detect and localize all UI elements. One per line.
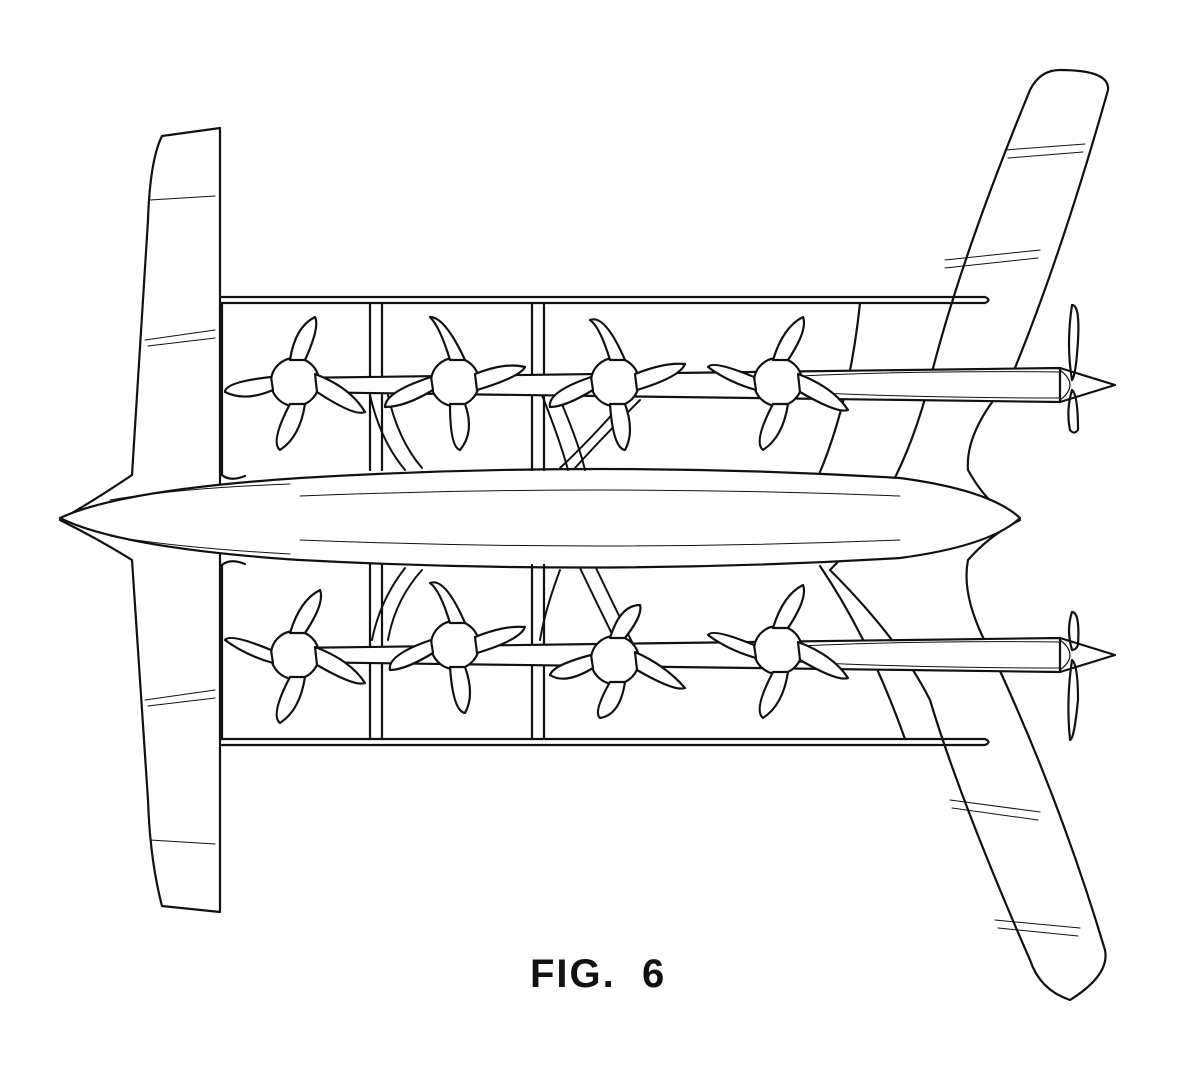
lift-rotor — [548, 603, 687, 720]
lift-rotor — [706, 315, 850, 452]
figure-label: FIG. 6 — [530, 952, 667, 996]
upper-pusher-propeller — [1067, 303, 1080, 434]
lift-rotor — [706, 583, 850, 720]
lift-rotor — [383, 315, 527, 452]
lift-rotor — [223, 315, 367, 452]
lift-rotor — [388, 581, 527, 715]
front-wing — [58, 126, 222, 914]
lower-pusher-propeller — [1067, 610, 1080, 742]
lift-rotor — [548, 318, 687, 452]
lift-rotor — [223, 588, 367, 725]
upper-lift-rotors — [223, 315, 850, 452]
fuselage — [58, 467, 1022, 569]
lower-lift-rotors — [223, 581, 850, 725]
